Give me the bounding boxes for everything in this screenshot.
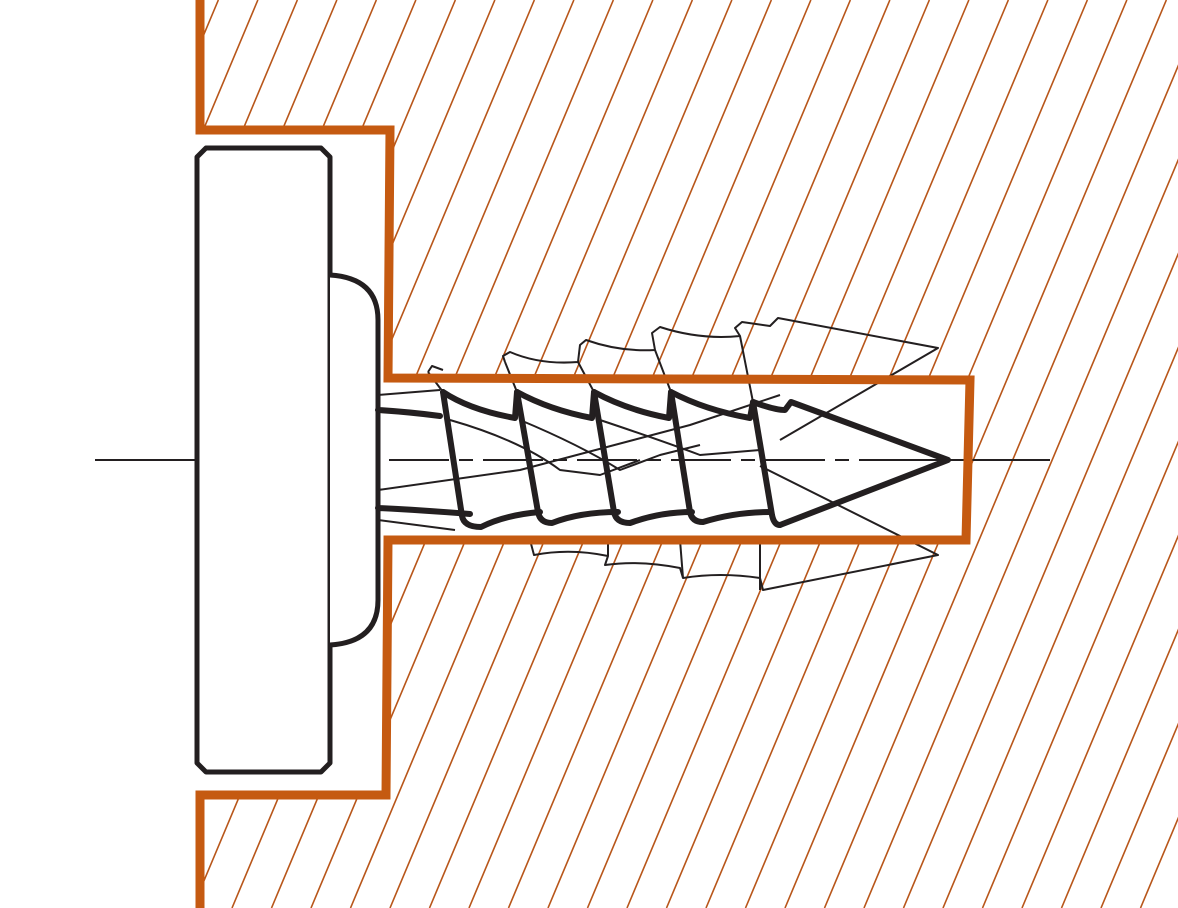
hatch-line [0, 0, 100, 908]
hole-outline [195, 0, 975, 908]
hatch-line [902, 0, 1178, 908]
hatch-line [428, 0, 812, 908]
hatch-line [626, 0, 1010, 908]
hatch-line [1060, 0, 1178, 908]
hatch-line [349, 0, 733, 908]
hatch-line [823, 0, 1178, 908]
hatch-line [0, 0, 60, 908]
hatch-line [0, 0, 179, 908]
screw-threads [375, 389, 951, 530]
hatch-line [942, 0, 1178, 908]
hatch-line [0, 0, 21, 908]
hatch-line [1100, 0, 1178, 908]
hatch-line [0, 0, 139, 908]
hatch-line [784, 0, 1168, 908]
hatch-line [981, 0, 1178, 908]
hatch-line [1021, 0, 1178, 908]
hatch-line [586, 0, 970, 908]
hatch-line [200, 0, 220, 908]
screw-head [194, 145, 381, 775]
hatch-line [863, 0, 1178, 908]
